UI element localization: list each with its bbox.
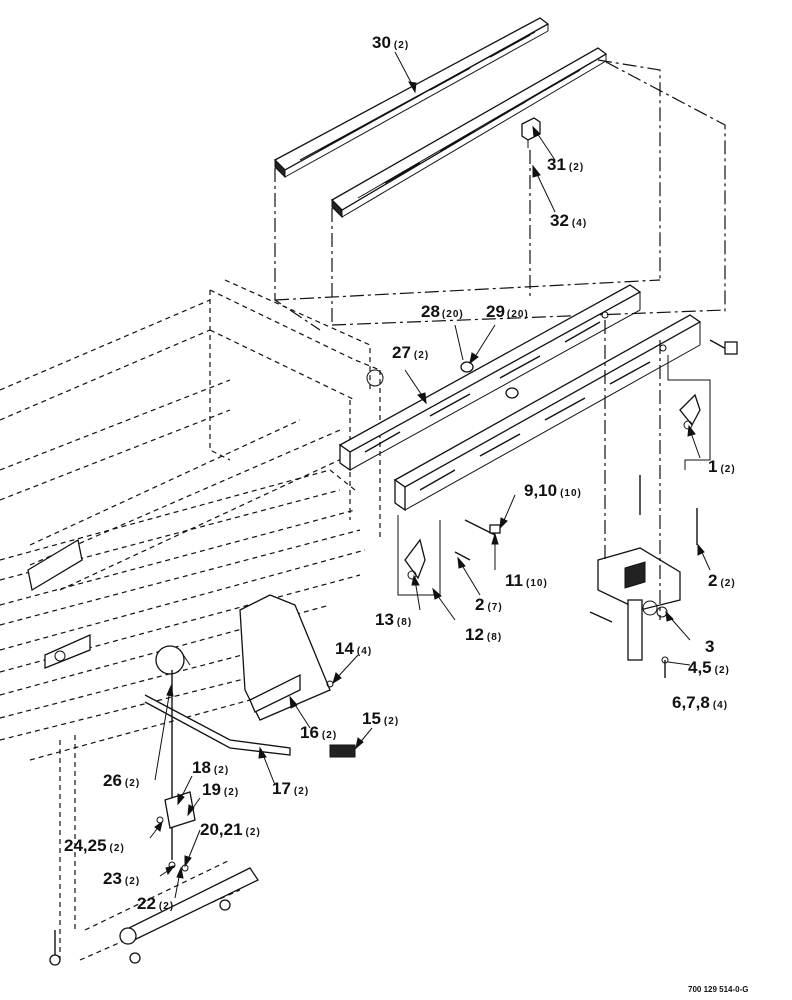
callout-14: 14(4) bbox=[335, 639, 372, 658]
callout-30: 30(2) bbox=[372, 33, 409, 52]
callout-4-5: 4,5(2) bbox=[688, 658, 730, 677]
callout-32: 32(4) bbox=[550, 211, 587, 230]
callout-labels: 30(2) 31(2) 32(4) 28(20) 29(20) 27(2) 1(… bbox=[64, 33, 736, 913]
callout-26: 26(2) bbox=[103, 771, 140, 790]
callout-3: 3 bbox=[705, 637, 714, 656]
pin-and-spring bbox=[454, 519, 501, 561]
slide-rail-upper bbox=[273, 17, 550, 179]
spring-vertical bbox=[639, 475, 698, 545]
rail-bolt bbox=[709, 339, 738, 355]
callout-28: 28(20) bbox=[421, 302, 464, 321]
channel-rail-lower bbox=[393, 314, 702, 512]
roller-shaft bbox=[119, 867, 259, 964]
callout-17: 17(2) bbox=[272, 779, 309, 798]
callout-1: 1(2) bbox=[708, 457, 736, 476]
alignment-lines-upper bbox=[274, 59, 726, 331]
callout-11: 11(10) bbox=[505, 571, 548, 590]
callout-2a: 2(2) bbox=[708, 571, 736, 590]
shield-plate bbox=[239, 594, 334, 721]
latch-right bbox=[667, 355, 711, 470]
latch-left bbox=[397, 515, 441, 596]
adjuster-rod bbox=[156, 670, 196, 872]
channel-rail-upper bbox=[338, 284, 642, 472]
callout-31: 31(2) bbox=[547, 155, 584, 174]
frame-outline bbox=[0, 279, 384, 591]
callout-24-25: 24,25(2) bbox=[64, 836, 125, 855]
callout-12: 12(8) bbox=[465, 625, 502, 644]
conveyor-rollers bbox=[0, 469, 366, 761]
idler-pulley bbox=[155, 645, 191, 675]
bottom-bolt bbox=[49, 930, 61, 966]
leader-arrows bbox=[149, 51, 711, 899]
callout-6-7-8: 6,7,8(4) bbox=[672, 693, 728, 712]
callout-29: 29(20) bbox=[486, 302, 529, 321]
callout-13: 13(8) bbox=[375, 610, 412, 629]
callout-22: 22(2) bbox=[137, 894, 174, 913]
tension-lever bbox=[144, 694, 356, 758]
callout-19: 19(2) bbox=[202, 780, 239, 799]
callout-18: 18(2) bbox=[192, 758, 229, 777]
callout-20-21: 20,21(2) bbox=[200, 820, 261, 839]
drawing-code: 700 129 514-0-G bbox=[688, 985, 749, 994]
callout-15: 15(2) bbox=[362, 709, 399, 728]
callout-16: 16(2) bbox=[300, 723, 337, 742]
callout-2b: 2(7) bbox=[475, 595, 503, 614]
nut-washer bbox=[460, 361, 519, 399]
slide-rail-lower bbox=[330, 47, 608, 219]
callout-9-10: 9,10(10) bbox=[524, 481, 582, 500]
callout-27: 27(2) bbox=[392, 343, 429, 362]
callout-23: 23(2) bbox=[103, 869, 140, 888]
